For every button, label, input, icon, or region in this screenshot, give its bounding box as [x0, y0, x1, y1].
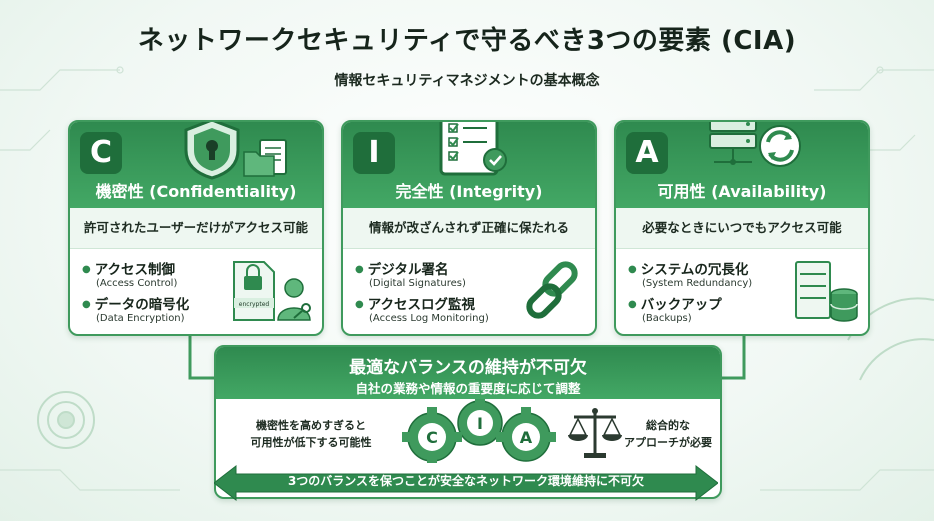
gear-letter-a: A: [520, 428, 533, 447]
list-item: バックアップ (Backups): [628, 293, 798, 324]
card-description: 情報が改ざんされず正確に保たれる: [343, 208, 595, 249]
gear-letter-c: C: [426, 428, 438, 447]
card-integrity: I 完全性 (Integrity) 情報が改ざんされず正確に保たれる デジタル署…: [341, 120, 597, 336]
card-letter-badge: I: [353, 132, 395, 174]
chain-link-icon: [526, 261, 578, 319]
balance-subtitle: 自社の業務や情報の重要度に応じて調整: [355, 381, 581, 396]
balance-panel: 最適なバランスの維持が不可欠 自社の業務や情報の重要度に応じて調整 機密性を高め…: [214, 345, 722, 499]
card-title: 完全性 (Integrity): [395, 182, 543, 201]
list-item: アクセス制御 (Access Control): [82, 258, 232, 289]
card-header: I 完全性 (Integrity): [343, 122, 595, 208]
tradeoff-note: 機密性を高めすぎると 可用性が低下する可能性: [250, 419, 372, 449]
card-description: 必要なときにいつでもアクセス可能: [616, 208, 868, 249]
double-arrow-banner: [214, 464, 718, 502]
arrow-banner-text: 3つのバランスを保つことが安全なネットワーク環境維持に不可欠: [287, 474, 645, 488]
list-item: システムの冗長化 (System Redundancy): [628, 258, 798, 289]
gear-letter-i: I: [477, 414, 483, 433]
card-letter-badge: C: [80, 132, 122, 174]
list-item: デジタル署名 (Digital Signatures): [355, 258, 525, 289]
card-header: A 可用性 (Availability): [616, 122, 868, 208]
card-title: 機密性 (Confidentiality): [95, 182, 297, 201]
cia-gears-icon: C I A: [402, 399, 556, 463]
balance-header: 最適なバランスの維持が不可欠 自社の業務や情報の重要度に応じて調整: [216, 347, 720, 399]
list-item: データの暗号化 (Data Encryption): [82, 293, 232, 324]
balance-scale-icon: [568, 408, 622, 458]
card-title: 可用性 (Availability): [657, 182, 827, 201]
balance-title: 最適なバランスの維持が不可欠: [349, 358, 587, 378]
encrypted-file-user-icon: encrypted: [233, 261, 311, 321]
card-header: C 機密性 (Confidentiality): [70, 122, 322, 208]
card-item-list: アクセス制御 (Access Control) データの暗号化 (Data En…: [82, 258, 232, 328]
encrypted-label: encrypted: [239, 301, 270, 308]
approach-note: 総合的な アプローチが必要: [624, 419, 712, 449]
card-item-list: システムの冗長化 (System Redundancy) バックアップ (Bac…: [628, 258, 798, 328]
server-database-icon: [795, 261, 858, 322]
card-item-list: デジタル署名 (Digital Signatures) アクセスログ監視 (Ac…: [355, 258, 525, 328]
card-availability: A 可用性 (Availability) 必要なときにいつでもアクセス可能 シス…: [614, 120, 870, 336]
clipboard-checklist-icon: [439, 122, 507, 176]
card-confidentiality: C 機密性 (Confidentiality) 許可されたユーザーだけがアクセス…: [68, 120, 324, 336]
page-title: ネットワークセキュリティで守るべき3つの要素 (CIA): [137, 26, 797, 56]
server-sync-icon: [709, 122, 801, 167]
shield-keyhole-icon: [184, 122, 287, 180]
page-subtitle: 情報セキュリティマネジメントの基本概念: [334, 73, 600, 89]
list-item: アクセスログ監視 (Access Log Monitoring): [355, 293, 525, 324]
card-letter-badge: A: [626, 132, 668, 174]
card-description: 許可されたユーザーだけがアクセス可能: [70, 208, 322, 249]
